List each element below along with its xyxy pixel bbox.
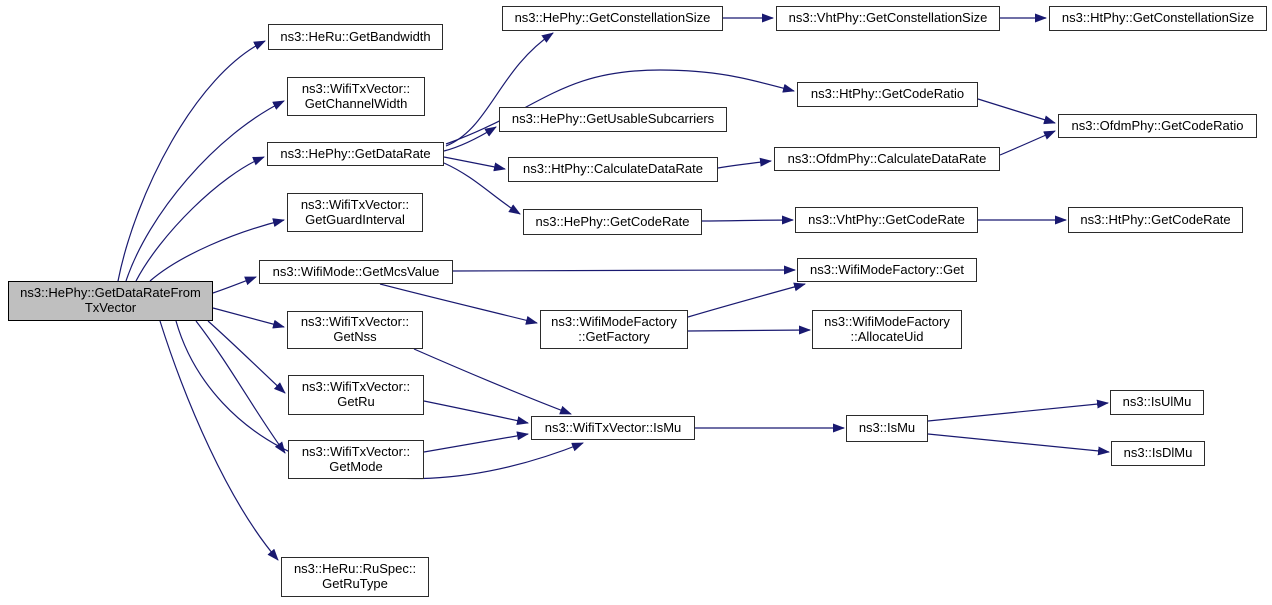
edge-dataRate-constHe bbox=[445, 32, 554, 147]
node-getMode[interactable]: ns3::WifiTxVector:: GetMode bbox=[288, 440, 424, 479]
node-constHe[interactable]: ns3::HePhy::GetConstellationSize bbox=[502, 6, 723, 31]
node-root: ns3::HePhy::GetDataRateFrom TxVector bbox=[8, 281, 213, 321]
edge-getFactory-allocUid bbox=[687, 325, 811, 335]
edge-isMu-isDlMu bbox=[927, 433, 1110, 456]
node-usableSub[interactable]: ns3::HePhy::GetUsableSubcarriers bbox=[499, 107, 727, 132]
node-isUlMu[interactable]: ns3::IsUlMu bbox=[1110, 390, 1204, 415]
edge-root-dataRate bbox=[135, 156, 265, 282]
edge-codeRatioHt-codeRatioOfdm bbox=[977, 98, 1056, 125]
node-getNss[interactable]: ns3::WifiTxVector:: GetNss bbox=[287, 311, 423, 349]
node-codeRatioHt[interactable]: ns3::HtPhy::GetCodeRatio bbox=[797, 82, 978, 107]
edge-root-getNss bbox=[212, 307, 285, 329]
node-guardInterval[interactable]: ns3::WifiTxVector:: GetGuardInterval bbox=[287, 193, 423, 232]
edge-root-getRu bbox=[207, 320, 286, 394]
node-codeRateHe[interactable]: ns3::HePhy::GetCodeRate bbox=[523, 209, 702, 235]
edge-root-channelwidth bbox=[125, 100, 285, 282]
node-calcOfdm[interactable]: ns3::OfdmPhy::CalculateDataRate bbox=[774, 147, 1000, 171]
node-allocUid[interactable]: ns3::WifiModeFactory ::AllocateUid bbox=[812, 310, 962, 349]
node-mcsValue[interactable]: ns3::WifiMode::GetMcsValue bbox=[259, 260, 453, 284]
edge-mcsValue-getFactory bbox=[379, 283, 538, 325]
node-bandwidth[interactable]: ns3::HeRu::GetBandwidth bbox=[268, 24, 443, 50]
edge-root-ruType bbox=[159, 320, 279, 561]
node-isMu[interactable]: ns3::IsMu bbox=[846, 415, 928, 442]
node-ruType[interactable]: ns3::HeRu::RuSpec:: GetRuType bbox=[281, 557, 429, 597]
edge-dataRate-codeRateHe bbox=[443, 162, 521, 215]
edge-root-getMode bbox=[195, 320, 286, 454]
node-isMuTx[interactable]: ns3::WifiTxVector::IsMu bbox=[531, 416, 695, 440]
node-constVht[interactable]: ns3::VhtPhy::GetConstellationSize bbox=[776, 6, 1000, 31]
edge-mcsValue-factoryGet bbox=[452, 265, 796, 275]
edge-codeRateHe-codeRateVht bbox=[701, 215, 794, 225]
edge-dataRate-calcHt bbox=[443, 156, 506, 172]
edge-root-bandwidth bbox=[117, 40, 266, 282]
edge-root-guardInterval bbox=[149, 218, 285, 282]
node-dataRate[interactable]: ns3::HePhy::GetDataRate bbox=[267, 142, 444, 166]
node-channelwidth[interactable]: ns3::WifiTxVector:: GetChannelWidth bbox=[287, 77, 425, 116]
edge-calcHt-calcOfdm bbox=[717, 157, 772, 169]
edge-getNss-isMuTx bbox=[413, 348, 572, 415]
edge-root-mcsValue bbox=[212, 276, 257, 294]
node-getRu[interactable]: ns3::WifiTxVector:: GetRu bbox=[288, 375, 424, 415]
edge-calcOfdm-codeRatioOfdm bbox=[999, 130, 1056, 156]
node-codeRateHt[interactable]: ns3::HtPhy::GetCodeRate bbox=[1068, 207, 1243, 233]
edge-getMode-isMuTx bbox=[423, 431, 529, 453]
edge-getRu-isMuTx bbox=[423, 400, 529, 426]
edge-dataRate-usableSub bbox=[443, 126, 497, 152]
node-calcHt[interactable]: ns3::HtPhy::CalculateDataRate bbox=[508, 157, 718, 182]
node-isDlMu[interactable]: ns3::IsDlMu bbox=[1111, 441, 1205, 466]
node-getFactory[interactable]: ns3::WifiModeFactory ::GetFactory bbox=[540, 310, 688, 349]
node-codeRatioOfdm[interactable]: ns3::OfdmPhy::GetCodeRatio bbox=[1058, 114, 1257, 138]
edge-getFactory-factoryGet bbox=[687, 282, 806, 318]
node-factoryGet[interactable]: ns3::WifiModeFactory::Get bbox=[797, 258, 977, 282]
node-constHt[interactable]: ns3::HtPhy::GetConstellationSize bbox=[1049, 6, 1267, 31]
edge-isMu-isUlMu bbox=[927, 399, 1109, 422]
node-codeRateVht[interactable]: ns3::VhtPhy::GetCodeRate bbox=[795, 207, 978, 233]
